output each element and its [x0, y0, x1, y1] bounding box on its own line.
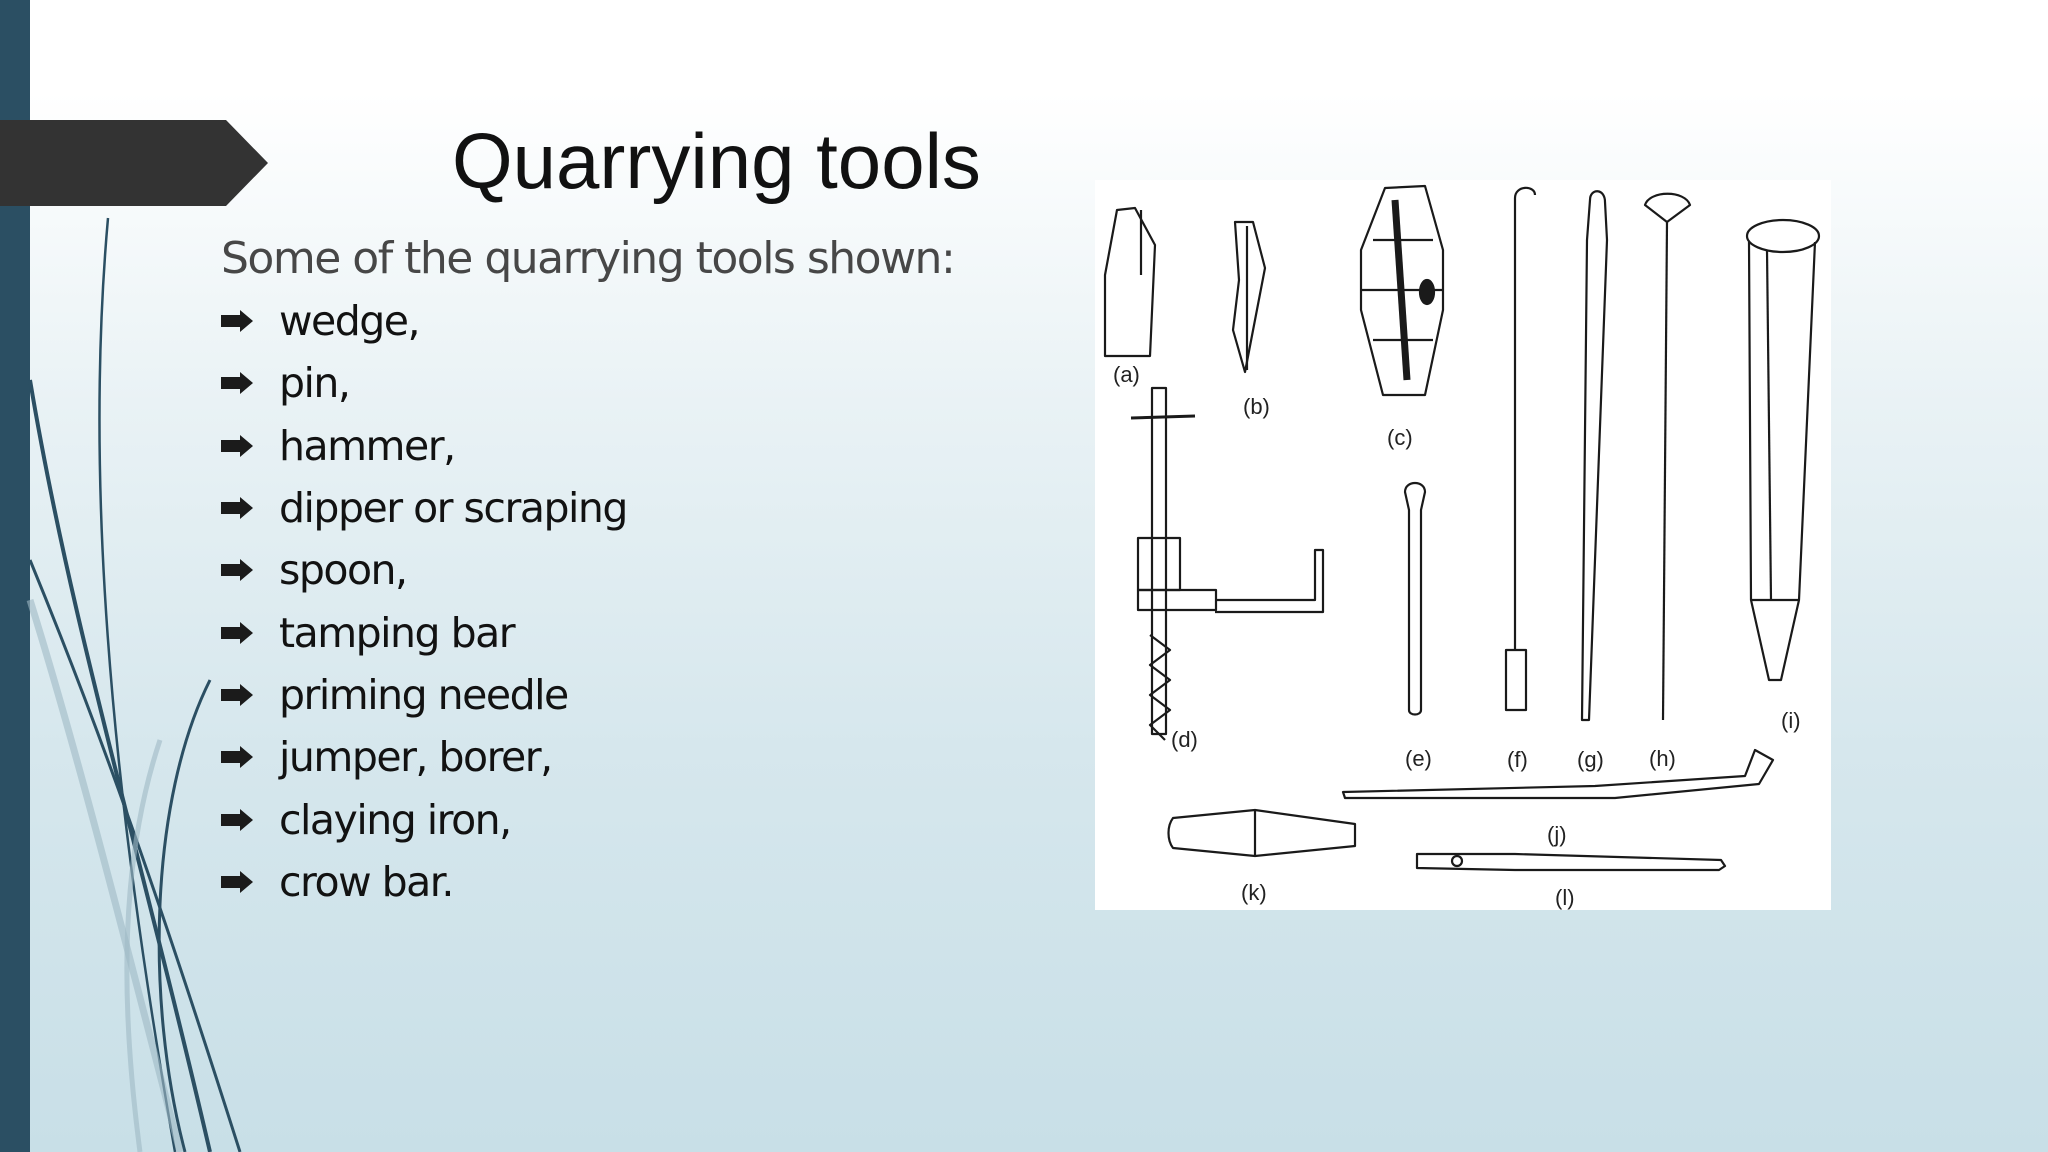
boring-tool-drawing: [1130, 386, 1325, 741]
tools-illustration: (a) (b) (c) (d) (e) (f) (g) (h) (i) (j) …: [1103, 184, 1821, 910]
list-item: wedge,: [221, 290, 1061, 352]
jumper-drawing: [1745, 218, 1821, 682]
right-arrow-bullet-icon: [221, 431, 279, 461]
title-tab-shape: [0, 120, 268, 206]
tamping-bar-drawing: [1580, 190, 1609, 722]
decorative-swoosh-lines: [26, 217, 242, 1152]
bullet-text: dipper or scraping: [279, 484, 628, 533]
bullet-text: hammer,: [279, 421, 456, 470]
right-arrow-bullet-icon: [221, 680, 279, 710]
bullet-text: wedge,: [279, 297, 421, 346]
quarrying-tools-figure: (a) (b) (c) (d) (e) (f) (g) (h) (i) (j) …: [1095, 180, 1831, 910]
list-item: jumper, borer,: [221, 726, 1061, 788]
right-arrow-bullet-icon: [221, 555, 279, 585]
list-item: spoon,: [221, 539, 1061, 601]
hammer-drawing: [1359, 184, 1445, 397]
claying-iron-drawing: [1167, 808, 1357, 858]
right-arrow-bullet-icon: [221, 742, 279, 772]
wedge-drawing: [1103, 206, 1157, 358]
bullet-text: tamping bar: [279, 608, 516, 657]
bullet-text: claying iron,: [279, 795, 512, 844]
list-item: hammer,: [221, 415, 1061, 477]
figure-label-i: (i): [1781, 708, 1801, 733]
figure-label-j: (j): [1547, 822, 1567, 847]
bullet-text: jumper, borer,: [279, 733, 553, 782]
pin-drawing: [1231, 220, 1267, 374]
figure-label-e: (e): [1405, 746, 1432, 771]
figure-label-c: (c): [1387, 425, 1413, 450]
bullet-text: pin,: [279, 359, 351, 408]
bullet-text: spoon,: [279, 546, 408, 595]
right-arrow-bullet-icon: [221, 867, 279, 897]
figure-label-b: (b): [1243, 394, 1270, 419]
right-arrow-bullet-icon: [221, 368, 279, 398]
list-item: claying iron,: [221, 788, 1061, 850]
borer-rod-drawing: [1415, 852, 1727, 872]
list-item: priming needle: [221, 664, 1061, 726]
figure-label-g: (g): [1577, 747, 1604, 772]
slide-body: Some of the quarrying tools shown: wedge…: [221, 228, 1061, 913]
crow-bar-drawing: [1341, 748, 1775, 800]
list-item: crow bar.: [221, 851, 1061, 913]
figure-label-d: (d): [1171, 727, 1198, 752]
figure-label-a: (a): [1113, 362, 1140, 387]
figure-label-f: (f): [1507, 747, 1528, 772]
right-arrow-bullet-icon: [221, 618, 279, 648]
priming-needle-drawing: [1504, 186, 1537, 712]
scraping-spoon-drawing: [1643, 192, 1692, 721]
bullet-text: priming needle: [279, 670, 569, 719]
list-item: dipper or scraping: [221, 477, 1061, 539]
right-arrow-bullet-icon: [221, 493, 279, 523]
spoon-drawing: [1403, 481, 1427, 716]
figure-label-l: (l): [1555, 885, 1575, 910]
right-arrow-bullet-icon: [221, 805, 279, 835]
list-item: tamping bar: [221, 601, 1061, 663]
list-item: pin,: [221, 352, 1061, 414]
figure-label-k: (k): [1241, 880, 1267, 905]
bullet-list: wedge, pin, hammer, dipper or scraping s…: [221, 290, 1061, 913]
slide-title: Quarrying tools: [452, 117, 981, 205]
figure-label-h: (h): [1649, 746, 1676, 771]
bullet-text: crow bar.: [279, 857, 454, 906]
right-arrow-bullet-icon: [221, 306, 279, 336]
intro-text: Some of the quarrying tools shown:: [221, 233, 956, 284]
